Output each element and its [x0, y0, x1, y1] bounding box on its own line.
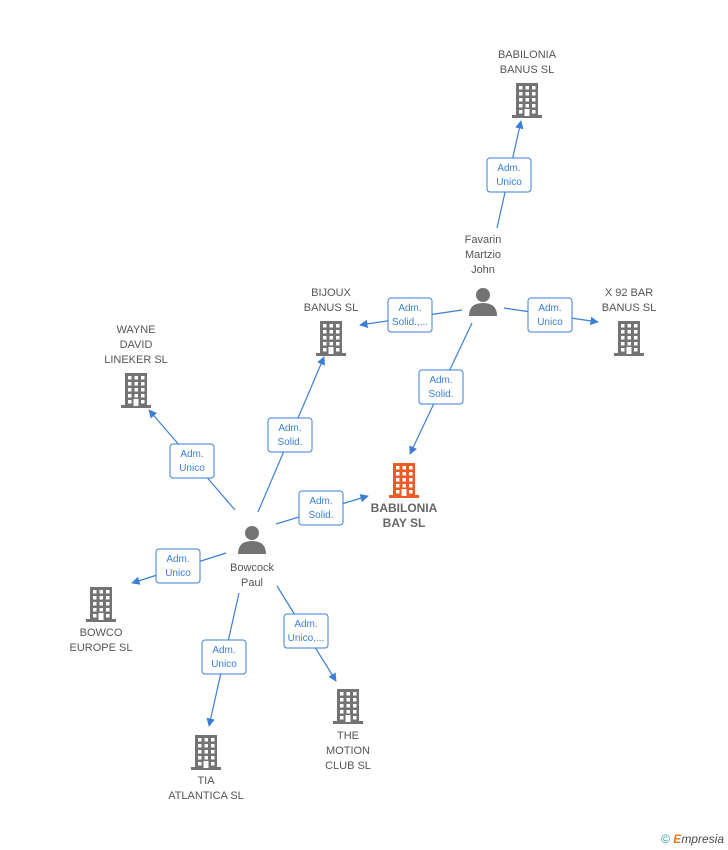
node-label: BABILONIA — [371, 501, 438, 515]
node-label: DAVID — [120, 339, 153, 351]
edge-label-box — [387, 297, 433, 333]
edge-label-box — [418, 369, 464, 405]
edge-label-bowcock-to-tia: Adm. Unico — [201, 639, 247, 675]
building-icon — [191, 735, 221, 770]
node-label: THE — [337, 730, 359, 742]
edge-label-text: Solid.,... — [392, 317, 428, 328]
edge-label-text: Adm. — [309, 496, 332, 507]
edge-label-text: Adm. — [398, 303, 421, 314]
edge-label-box — [201, 639, 247, 675]
node-label: EUROPE SL — [70, 642, 133, 654]
node-label: Bowcock — [230, 562, 275, 574]
edge-label-text: Unico — [165, 568, 191, 579]
building-icon — [512, 83, 542, 118]
building-icon — [316, 321, 346, 356]
edge-label-box — [267, 417, 313, 453]
edge-label-text: Adm. — [497, 163, 520, 174]
node-label: CLUB SL — [325, 760, 371, 772]
node-label: TIA — [197, 775, 215, 787]
edge-label-box — [527, 297, 573, 333]
node-label: MOTION — [326, 745, 370, 757]
node-babilonia-banus[interactable]: BABILONIA BANUS SL — [498, 49, 557, 118]
node-label: John — [471, 264, 495, 276]
edge-label-text: Adm. — [212, 645, 235, 656]
building-icon — [86, 587, 116, 622]
edge-label-bowcock-to-wayne: Adm. Unico — [169, 443, 215, 479]
node-motion[interactable]: THE MOTION CLUB SL — [325, 689, 371, 772]
node-label: BAY SL — [383, 516, 426, 530]
edge-label-text: Adm. — [166, 554, 189, 565]
edge-label-favarin-to-x92: Adm. Unico — [527, 297, 573, 333]
node-label: BIJOUX — [311, 287, 351, 299]
nodes-layer: BABILONIA BANUS SL FavarinMartzioJohnBIJOU… — [70, 49, 657, 802]
node-label: BANUS SL — [304, 302, 358, 314]
edge-label-box — [283, 613, 329, 649]
edge-label-bowcock-to-bowco: Adm. Unico — [155, 548, 201, 584]
building-icon — [389, 463, 419, 498]
edge-label-text: Unico — [496, 177, 522, 188]
edge-label-bowcock-to-motion: Adm. Unico,... — [283, 613, 329, 649]
building-icon — [333, 689, 363, 724]
node-tia[interactable]: TIA ATLANTICA SL — [168, 735, 244, 802]
edge-label-text: Adm. — [294, 619, 317, 630]
node-label: WAYNE — [116, 324, 155, 336]
brand-footer: © Empresia — [661, 832, 724, 846]
building-icon — [121, 373, 151, 408]
edge-label-text: Solid. — [277, 437, 302, 448]
edge-label-text: Adm. — [180, 449, 203, 460]
edge-label-bowcock-to-bijoux: Adm. Solid. — [267, 417, 313, 453]
node-label: Favarin — [465, 234, 502, 246]
node-bowco[interactable]: BOWCO EUROPE SL — [70, 587, 133, 654]
building-icon — [614, 321, 644, 356]
edge-label-text: Unico — [179, 463, 205, 474]
brand-initial: E — [673, 832, 682, 846]
node-label: X 92 BAR — [605, 287, 653, 299]
person-icon — [238, 526, 266, 554]
edge-label-bowcock-to-babilonia_bay: Adm. Solid. — [298, 490, 344, 526]
node-label: BANUS SL — [602, 302, 656, 314]
edge-label-box — [298, 490, 344, 526]
edge-label-box — [155, 548, 201, 584]
edge-label-text: Unico — [211, 659, 237, 670]
node-label: Paul — [241, 577, 263, 589]
edge-label-text: Solid. — [428, 389, 453, 400]
node-bijoux[interactable]: BIJOUX BANUS SL — [304, 287, 358, 356]
node-wayne[interactable]: WAYNE DAVID LINEKER SL — [104, 324, 168, 408]
edge-label-text: Adm. — [278, 423, 301, 434]
brand-name: mpresia — [681, 832, 724, 846]
edge-label-box — [169, 443, 215, 479]
edge-label-text: Adm. — [538, 303, 561, 314]
node-label: BOWCO — [80, 627, 123, 639]
edge-label-text: Unico — [537, 317, 563, 328]
edge-label-text: Solid. — [308, 510, 333, 521]
edges-layer: Adm.UnicoAdm.Solid.,...Adm.UnicoAdm.Soli… — [131, 120, 599, 727]
person-icon — [469, 288, 497, 316]
node-label: Martzio — [465, 249, 501, 261]
edge-label-text: Unico,... — [288, 633, 325, 644]
node-label: BABILONIA — [498, 49, 557, 61]
node-label: BANUS SL — [500, 64, 554, 76]
node-x92[interactable]: X 92 BAR BANUS SL — [602, 287, 656, 356]
edge-label-favarin-to-babilonia_banus: Adm. Unico — [486, 157, 532, 193]
node-label: ATLANTICA SL — [168, 790, 244, 802]
node-label: LINEKER SL — [104, 354, 168, 366]
edge-label-favarin-to-bijoux: Adm. Solid.,... — [387, 297, 433, 333]
edge-label-box — [486, 157, 532, 193]
edge-label-text: Adm. — [429, 375, 452, 386]
copyright-icon: © — [661, 832, 670, 846]
edge-label-favarin-to-babilonia_bay: Adm. Solid. — [418, 369, 464, 405]
